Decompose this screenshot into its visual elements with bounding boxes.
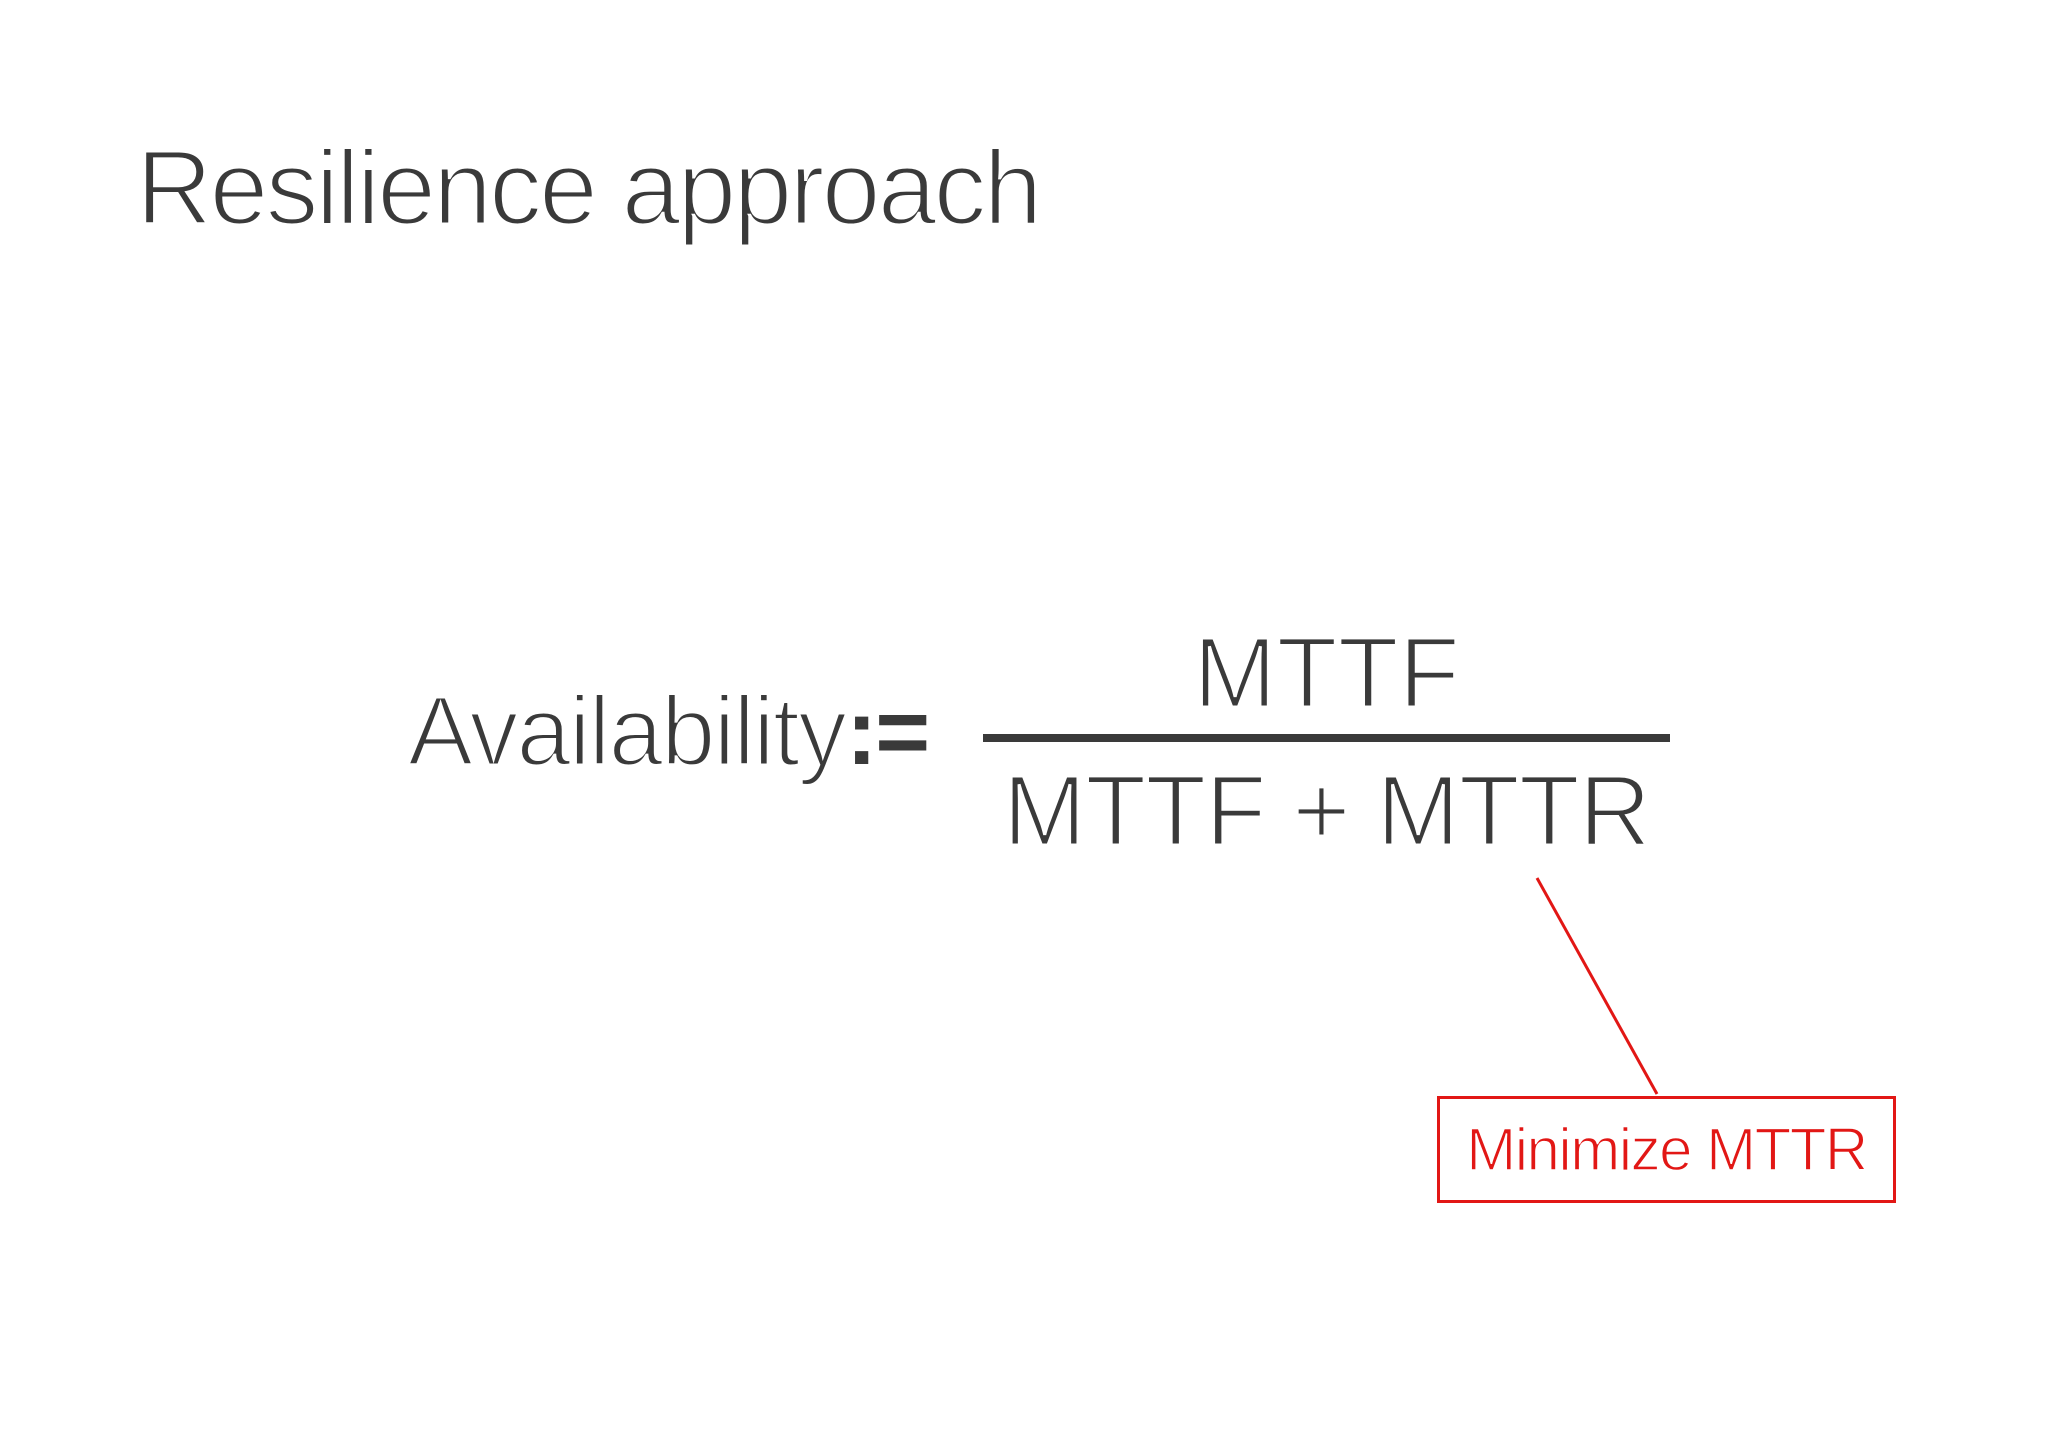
fraction-numerator: MTTF xyxy=(1192,617,1462,729)
callout-box: Minimize MTTR xyxy=(1437,1096,1896,1203)
definition-equals-operator: := xyxy=(846,679,930,784)
formula-lhs-label: Availability xyxy=(406,676,848,786)
callout-label: Minimize MTTR xyxy=(1465,1115,1868,1183)
fraction-bar xyxy=(983,734,1670,742)
fraction-denominator: MTTF + MTTR xyxy=(1001,755,1652,867)
slide-title: Resilience approach xyxy=(134,129,1043,247)
formula-fraction: MTTF MTTF + MTTR xyxy=(983,0,1670,900)
